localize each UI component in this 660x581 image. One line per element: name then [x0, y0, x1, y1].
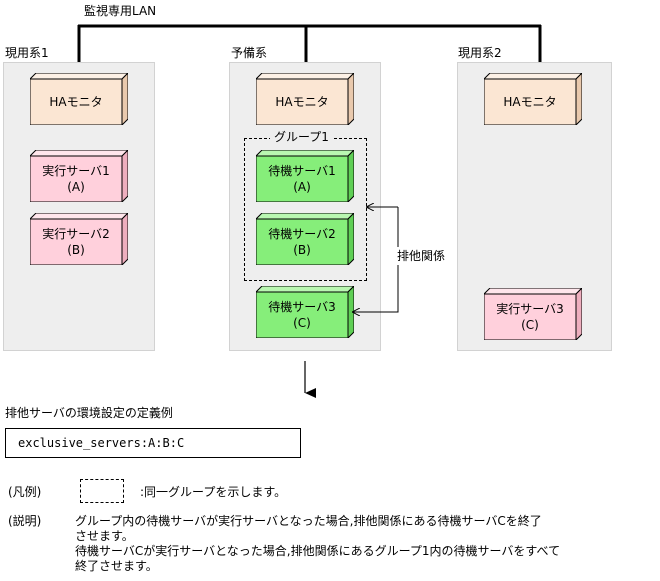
- standby-server-3: 待機サーバ3 (C): [256, 286, 354, 338]
- server-name: 実行サーバ2: [42, 227, 110, 241]
- ha-monitor-label: HAモニタ: [503, 95, 557, 109]
- explanation-line-3: 待機サーバCが実行サーバとなった場合,排他関係にあるグループ1内の待機サーバをす…: [75, 544, 561, 558]
- server-name: 実行サーバ3: [496, 302, 564, 316]
- ha-monitor-active1: HAモニタ: [30, 73, 128, 125]
- exec-server-2: 実行サーバ2 (B): [30, 213, 128, 265]
- server-name: 待機サーバ1: [268, 164, 336, 178]
- lan-label: 監視専用LAN: [84, 4, 157, 18]
- definition-title: 排他サーバの環境設定の定義例: [5, 406, 173, 420]
- legend-dashed-box: [80, 479, 124, 503]
- standby-server-2: 待機サーバ2 (B): [256, 213, 354, 265]
- standby-server-1: 待機サーバ1 (A): [256, 150, 354, 202]
- explanation-line-4: 終了させます。: [75, 559, 158, 573]
- explanation-line-2: させます。: [75, 529, 134, 543]
- system-label-active1: 現用系1: [5, 46, 49, 60]
- ha-monitor-label: HAモニタ: [49, 95, 103, 109]
- server-name: 待機サーバ3: [268, 300, 336, 314]
- group1-label: グループ1: [270, 130, 333, 144]
- explanation-label: (説明): [8, 514, 42, 528]
- exec-server-1: 実行サーバ1 (A): [30, 150, 128, 202]
- exclusive-relation-label: 排他関係: [396, 247, 447, 265]
- server-id: (C): [293, 316, 311, 330]
- legend-text: :同一グループを示します。: [140, 485, 287, 499]
- server-id: (A): [67, 180, 85, 194]
- server-name: 待機サーバ2: [268, 227, 336, 241]
- server-id: (B): [293, 243, 311, 257]
- exec-server-3: 実行サーバ3 (C): [484, 288, 582, 340]
- explanation-line-1: グループ内の待機サーバが実行サーバとなった場合,排他関係にある待機サーバCを終了: [75, 514, 542, 528]
- system-label-standby: 予備系: [231, 46, 268, 60]
- legend-label: (凡例): [8, 485, 42, 499]
- system-label-active2: 現用系2: [458, 46, 502, 60]
- ha-monitor-standby: HAモニタ: [256, 73, 354, 125]
- ha-monitor-label: HAモニタ: [275, 95, 329, 109]
- definition-code: exclusive_servers:A:B:C: [18, 436, 185, 450]
- ha-monitor-active2: HAモニタ: [484, 73, 582, 125]
- server-name: 実行サーバ1: [42, 164, 110, 178]
- definition-code-box: exclusive_servers:A:B:C: [5, 428, 301, 458]
- server-id: (C): [521, 318, 539, 332]
- server-id: (A): [293, 180, 311, 194]
- server-id: (B): [67, 243, 85, 257]
